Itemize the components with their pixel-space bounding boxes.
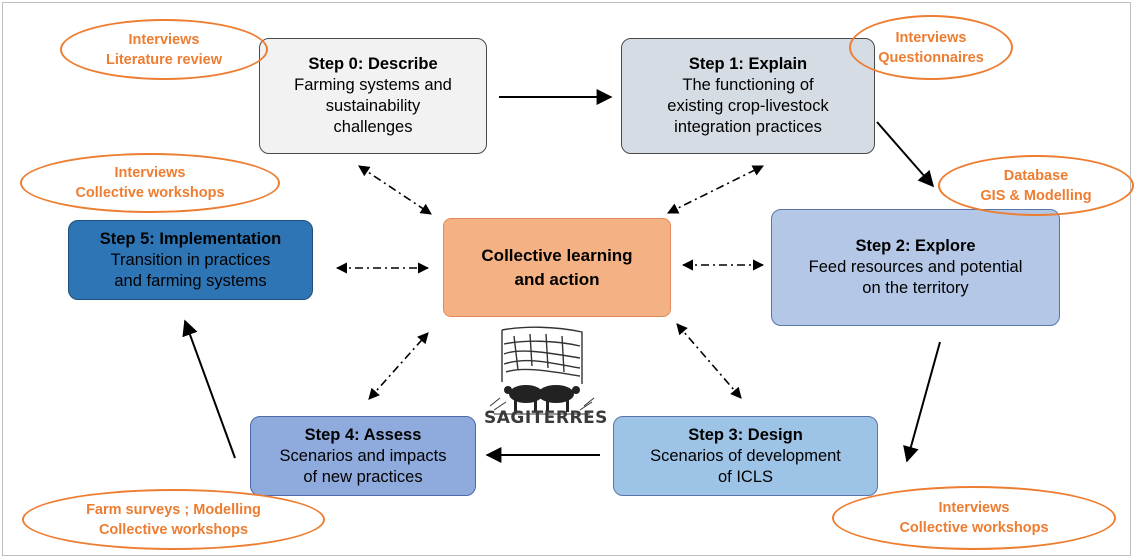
method-step3-line-2: Collective workshops — [899, 520, 1049, 536]
step-1-desc-line-2: existing crop-livestock — [667, 97, 829, 115]
link-center-step4 — [368, 332, 429, 400]
step-5-desc-line-2: and farming systems — [114, 271, 267, 290]
method-step4-line-2: Collective workshops — [98, 521, 249, 538]
step-1-title: Step 1: Explain — [688, 55, 808, 73]
link-center-step0 — [358, 165, 432, 215]
step-1-box: Step 1: Explain The functioning of exist… — [621, 38, 875, 154]
sagiterres-logo-image — [489, 326, 595, 415]
step-2-title: Step 2: Explore — [855, 237, 976, 255]
step-3-desc-line-2: of ICLS — [717, 467, 774, 486]
step-1-desc-line-3: integration practices — [674, 118, 822, 136]
sagiterres-logo-text: SAGITERRES — [484, 408, 608, 428]
method-step1-line-2: Questionnaires — [878, 49, 984, 66]
method-oval-step0: Interviews Literature review — [60, 19, 268, 80]
link-center-step1 — [666, 165, 765, 214]
step-0-box: Step 0: Describe Farming systems and sus… — [259, 38, 487, 154]
method-step2-line-2: GIS & Modelling — [980, 187, 1092, 204]
center-title-line-1: Collective learning — [481, 245, 633, 265]
link-center-step3 — [676, 323, 742, 399]
method-step5-line-1: Interviews — [114, 165, 186, 181]
method-step0-line-1: Interviews — [128, 31, 200, 48]
method-oval-step5: Interviews Collective workshops — [20, 153, 280, 213]
step-2-box: Step 2: Explore Feed resources and poten… — [771, 209, 1060, 326]
method-step5-line-2: Collective workshops — [75, 185, 225, 201]
step-3-box: Step 3: Design Scenarios of development … — [613, 416, 878, 496]
step-0-desc-line-1: Farming systems and — [294, 76, 452, 94]
step-0-title: Step 0: Describe — [308, 55, 438, 73]
step-5-title: Step 5: Implementation — [99, 229, 282, 248]
method-oval-step1: Interviews Questionnaires — [849, 15, 1013, 80]
method-oval-step3: Interviews Collective workshops — [832, 486, 1116, 550]
method-step4-line-1: Farm surveys ; Modelling — [86, 501, 261, 518]
step-5-desc-line-1: Transition in practices — [110, 250, 271, 269]
arrow-step4-to-step5 — [182, 319, 236, 459]
step-4-title: Step 4: Assess — [304, 425, 422, 444]
center-title-line-2: and action — [514, 269, 600, 289]
step-3-title: Step 3: Design — [688, 425, 803, 444]
step-4-desc-line-2: of new practices — [303, 467, 423, 486]
arrow-step1-to-step2 — [876, 121, 935, 188]
arrow-step2-to-step3 — [903, 341, 941, 463]
step-0-desc-line-2: sustainability — [325, 97, 421, 115]
step-0-desc-line-3: challenges — [333, 118, 413, 136]
step-4-desc-line-1: Scenarios and impacts — [279, 446, 447, 465]
method-step2-line-1: Database — [1003, 167, 1069, 184]
method-step0-line-2: Literature review — [105, 51, 223, 68]
step-4-box: Step 4: Assess Scenarios and impacts of … — [250, 416, 476, 496]
step-2-desc-line-1: Feed resources and potential — [808, 258, 1023, 276]
step-5-box: Step 5: Implementation Transition in pra… — [68, 220, 313, 300]
method-oval-step2: Database GIS & Modelling — [938, 155, 1134, 216]
step-2-desc-line-2: on the territory — [862, 279, 969, 297]
step-1-desc-line-1: The functioning of — [682, 76, 814, 94]
method-step1-line-1: Interviews — [895, 29, 967, 46]
step-3-desc-line-1: Scenarios of development — [650, 446, 841, 465]
center-collective-learning-box: Collective learning and action — [443, 218, 671, 317]
method-step3-line-1: Interviews — [938, 500, 1010, 516]
method-oval-step4: Farm surveys ; Modelling Collective work… — [22, 489, 325, 550]
